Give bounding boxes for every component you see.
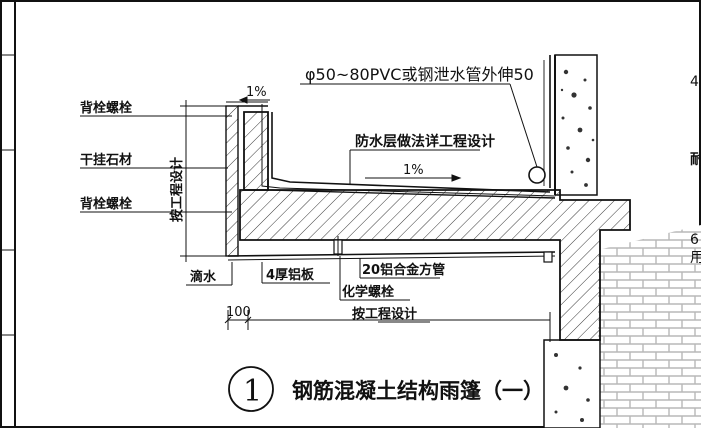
vertical-dimension — [180, 100, 240, 262]
slope-arrows — [238, 96, 462, 182]
edge-fragment-low-2: 用 — [690, 250, 701, 266]
chemical-bolt-label: 化学螺栓 — [342, 284, 394, 300]
title-text: 钢筋混凝土结构雨篷（一） — [292, 378, 544, 403]
leader-lines — [80, 83, 538, 323]
title-number: 1 — [243, 374, 262, 409]
per-design-bottom-label: 按工程设计 — [352, 306, 417, 322]
edge-fragment-mid: 耐 — [690, 151, 701, 168]
anchor-bolt-bottom-label: 背栓螺栓 — [80, 196, 132, 212]
drain-pipe — [528, 166, 546, 184]
soffit-assembly — [227, 236, 556, 263]
aluminum-plate-label: 4厚铝板 — [266, 267, 315, 283]
dimension-100 — [224, 310, 551, 342]
alloy-tube-label: 20铝合金方管 — [362, 262, 445, 278]
slope-inner-label: 1% — [403, 163, 424, 178]
concrete-wall — [543, 54, 601, 428]
dry-hang-stone-label: 干挂石材 — [80, 152, 132, 168]
anchor-bolt-top-label: 背栓螺栓 — [80, 100, 132, 116]
waterproof-layers — [261, 55, 556, 199]
canopy-parapet — [243, 111, 269, 191]
slope-top-label: 1% — [246, 85, 267, 100]
drip-label: 滴水 — [190, 269, 217, 285]
per-design-vertical-label: 按工程设计 — [169, 157, 185, 222]
waterproof-note: 防水层做法详工程设计 — [355, 133, 495, 150]
detail-marker — [228, 366, 274, 412]
canopy-slab — [239, 189, 631, 341]
edge-fragment-top: 4 — [690, 74, 699, 90]
edge-fragment-low-1: 6 — [690, 232, 699, 248]
pipe-note: φ50~80PVC或钢泄水管外伸50 — [305, 65, 534, 84]
dim-100-label: 100 — [226, 305, 251, 320]
